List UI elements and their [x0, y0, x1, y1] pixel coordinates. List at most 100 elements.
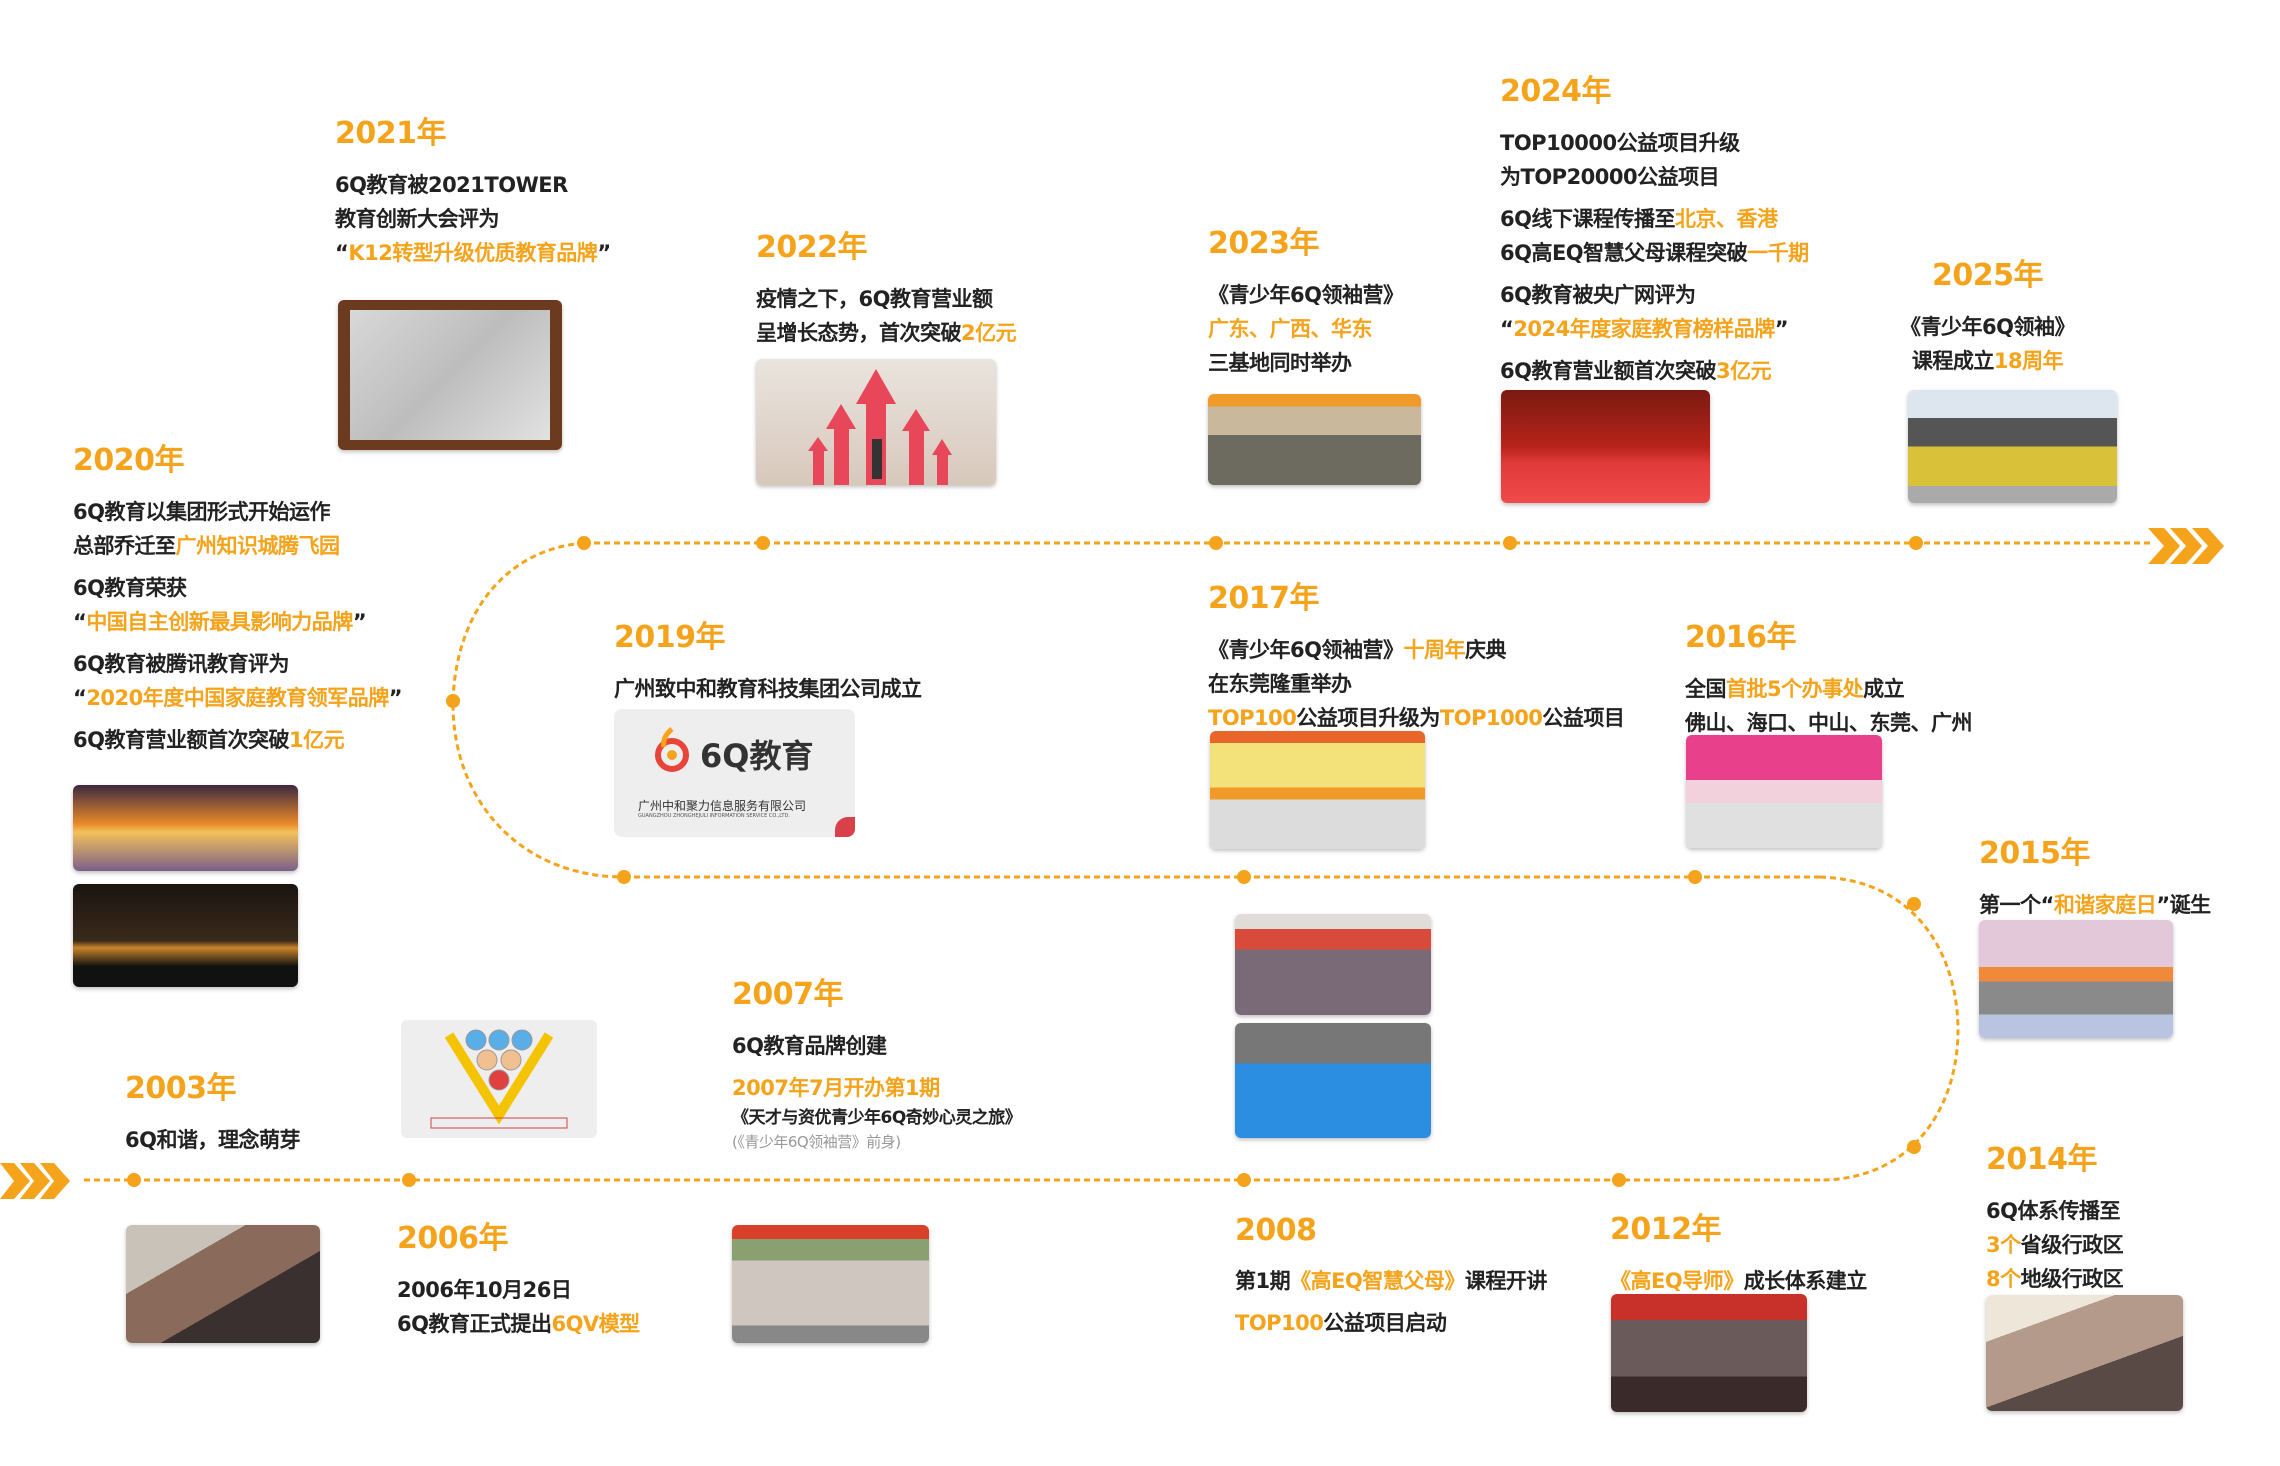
highlight-text: 18周年: [1993, 349, 2064, 373]
timeline-dots: [127, 536, 1923, 1187]
highlight-text: 广州知识城腾飞园: [175, 534, 341, 558]
event-text-line: “中国自主创新最具影响力品牌”: [73, 605, 402, 639]
event-text-line: 6Q体系传播至: [1986, 1194, 2123, 1228]
highlight-text: TOP100: [1208, 706, 1297, 730]
company-logo-card: 6Q教育 广州中和聚力信息服务有限公司 GUANGZHOU ZHONGHEJUL…: [614, 709, 855, 837]
photo-award-plaque-2021: [338, 300, 562, 450]
event-2003: 2003年 6Q和谐，理念萌芽: [125, 1063, 300, 1165]
dot: [1909, 536, 1923, 550]
logo-company: 广州中和聚力信息服务有限公司: [638, 799, 807, 813]
event-text: 地级行政区: [2020, 1267, 2124, 1291]
event-text: 佛山、海口、中山、东莞、广州: [1685, 711, 1973, 735]
event-2023: 2023年《青少年6Q领袖营》广东、广西、华东三基地同时举办: [1208, 218, 1404, 388]
event-year: 2020年: [73, 443, 185, 478]
event-text-line: 2007年7月开办第1期: [732, 1071, 1021, 1105]
photo-group-2007: [732, 1225, 929, 1343]
event-text-line: 三基地同时举办: [1208, 346, 1403, 380]
event-year: 2003年: [125, 1071, 236, 1106]
event-text-group: TOP10000公益项目升级为TOP20000公益项目: [1500, 126, 1809, 194]
event-text-line: 全国首批5个办事处成立: [1685, 672, 1972, 706]
highlight-text: 十周年: [1403, 638, 1465, 662]
event-2012: 2012年《高EQ导师》成长体系建立: [1610, 1204, 1867, 1306]
event-text: 为TOP20000公益项目: [1500, 165, 1720, 189]
event-text-line: 第一个“和谐家庭日”诞生: [1979, 888, 2211, 922]
highlight-text: TOP100: [1235, 1311, 1324, 1335]
highlight-text: 北京、香港: [1674, 207, 1778, 231]
event-text: ”: [1774, 317, 1789, 341]
event-text-group: 6Q教育被腾讯教育评为“2020年度中国家庭教育领军品牌”: [73, 647, 403, 715]
event-text-line: 8个地级行政区: [1986, 1262, 2124, 1296]
event-text-line: 广州致中和教育科技集团公司成立: [614, 672, 922, 706]
event-text-line: 6Q教育正式提出6QV模型: [397, 1307, 640, 1341]
event-text: 《青少年6Q领袖营》: [1208, 638, 1404, 662]
event-text: 公益项目启动: [1323, 1311, 1447, 1335]
highlight-text: 《高EQ智慧父母》: [1290, 1269, 1465, 1293]
dot: [1612, 1173, 1626, 1187]
event-text: 疫情之下，6Q教育营业额: [756, 287, 993, 311]
event-text: 2006年10月26日: [397, 1278, 572, 1302]
highlight-text: 《高EQ导师》: [1610, 1269, 1744, 1293]
event-text-line: 教育创新大会评为: [335, 202, 611, 236]
event-text-group: 6Q教育品牌创建: [732, 1029, 1021, 1063]
event-text-line: 疫情之下，6Q教育营业额: [756, 282, 1016, 316]
logo-corner-decoration: [835, 817, 855, 837]
photo-stage-2020-b: [73, 884, 298, 987]
event-text: 6Q教育营业额首次突破: [1500, 359, 1716, 383]
photo-classroom-2003: [126, 1225, 320, 1343]
event-text-line: 2006年10月26日: [397, 1273, 640, 1307]
event-text: 成长体系建立: [1743, 1269, 1868, 1293]
event-text: 6Q教育荣获: [73, 576, 187, 600]
chevron-right-arrows-icon: [2148, 528, 2224, 564]
photo-red-arrows-2022: [756, 359, 996, 485]
event-year: 2015年: [1979, 836, 2090, 871]
event-text: 成立: [1863, 677, 1905, 701]
photo-camp-2025: [1908, 390, 2117, 503]
event-text-line: 第1期《高EQ智慧父母》课程开讲: [1235, 1264, 1547, 1298]
highlight-text: 2亿元: [961, 321, 1017, 345]
event-text: 6Q教育被央广网评为: [1500, 283, 1696, 307]
highlight-text: 6QV模型: [551, 1312, 640, 1336]
event-text-line: 6Q和谐，理念萌芽: [125, 1123, 300, 1157]
highlight-text: 1亿元: [288, 728, 345, 752]
event-text-line: 6Q教育被2021TOWER: [335, 168, 611, 202]
event-text: “: [1500, 317, 1514, 341]
event-year: 2025年: [1931, 258, 2043, 293]
photo-offices-2016: [1686, 735, 1882, 848]
dot: [402, 1173, 416, 1187]
event-text-group: 6Q教育荣获 “中国自主创新最具影响力品牌”: [73, 571, 402, 639]
highlight-text: 一千期: [1747, 241, 1809, 265]
event-text-group: 全国首批5个办事处成立佛山、海口、中山、东莞、广州: [1685, 672, 1973, 740]
event-text: “: [73, 610, 87, 634]
event-2016: 2016年全国首批5个办事处成立佛山、海口、中山、东莞、广州: [1685, 612, 1973, 748]
event-text: 教育创新大会评为: [335, 207, 500, 231]
highlight-text: 2007年7月开办第1期: [732, 1076, 940, 1100]
photo-family-day-2015: [1979, 920, 2173, 1038]
event-text: 6Q线下课程传播至: [1500, 207, 1675, 231]
event-text: ”: [597, 241, 611, 265]
event-text: 呈增长态势，首次突破: [756, 321, 962, 345]
event-text-line: 6Q教育被腾讯教育评为: [73, 647, 402, 681]
photo-stage-2020-a: [73, 785, 298, 871]
event-text: 《天才与资优青少年6Q奇妙心灵之旅》: [732, 1108, 1022, 1128]
event-text-line: 《青少年6Q领袖营》十周年庆典: [1208, 633, 1624, 667]
event-year: 2007年: [732, 977, 844, 1012]
chevron-right-arrows-left-icon: [0, 1163, 70, 1199]
dot: [1237, 870, 1251, 884]
event-text-line: 广东、广西、华东: [1208, 312, 1403, 346]
event-text: TOP10000公益项目升级: [1500, 131, 1740, 155]
event-text-group: 6Q和谐，理念萌芽: [125, 1123, 300, 1157]
event-year: 2017年: [1208, 581, 1320, 616]
event-text: 6Q教育品牌创建: [732, 1034, 887, 1058]
event-text: 《青少年6Q领袖营》: [1208, 283, 1404, 307]
event-text: 课程开讲: [1464, 1269, 1548, 1293]
event-text-line: 为TOP20000公益项目: [1500, 160, 1809, 194]
event-text: 公益项目: [1542, 706, 1625, 730]
event-text: 6Q教育以集团形式开始运作: [73, 500, 330, 524]
event-text: 《青少年6Q领袖》: [1900, 315, 2075, 339]
event-text: ”: [388, 686, 403, 710]
